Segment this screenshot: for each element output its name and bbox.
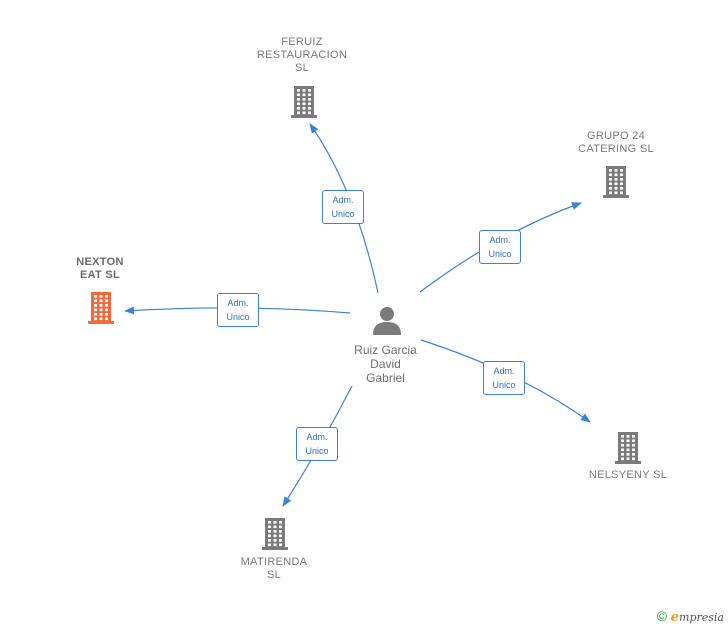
- brand-logo-text: mpresia: [679, 611, 724, 624]
- relation-label-nexton[interactable]: Adm. Unico: [217, 293, 259, 327]
- person-icon[interactable]: [372, 305, 402, 340]
- building-icon[interactable]: [86, 290, 116, 329]
- relation-label-feruiz[interactable]: Adm. Unico: [322, 190, 364, 224]
- relation-label-grupo24[interactable]: Adm. Unico: [479, 230, 521, 264]
- building-icon[interactable]: [601, 164, 631, 203]
- edges: [124, 123, 591, 507]
- copyright-symbol: ©: [656, 608, 668, 624]
- building-icon[interactable]: [613, 430, 643, 469]
- company-name-grupo24[interactable]: GRUPO 24 CATERING SL: [578, 130, 654, 155]
- company-name-nexton[interactable]: NEXTON EAT SL: [76, 256, 124, 281]
- footer-brand: © empresia: [657, 608, 724, 625]
- relation-label-matirenda[interactable]: Adm. Unico: [296, 427, 338, 461]
- building-icon[interactable]: [289, 84, 319, 123]
- company-name-matirenda[interactable]: MATIRENDA SL: [240, 556, 308, 581]
- company-name-nelsyeny[interactable]: NELSYENY SL: [588, 469, 668, 481]
- person-name[interactable]: Ruiz Garcia David Gabriel: [354, 343, 417, 385]
- brand-logo-initial: e: [670, 610, 680, 625]
- relation-label-nelsyeny[interactable]: Adm. Unico: [483, 361, 525, 395]
- building-icon[interactable]: [260, 516, 290, 555]
- company-name-feruiz[interactable]: FERUIZ RESTAURACION SL: [256, 36, 348, 74]
